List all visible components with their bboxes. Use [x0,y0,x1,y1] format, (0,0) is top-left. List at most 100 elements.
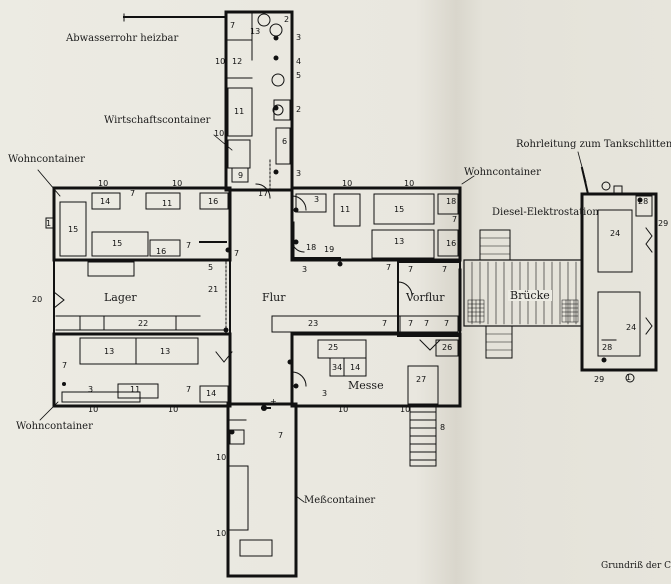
label-wohncontainer-ne: Wohncontainer [464,167,541,178]
room-number: 26 [442,343,453,352]
room-number: 6 [282,137,288,146]
room-number: 19 [324,245,335,254]
room-number: 10 [172,179,183,188]
room-number: 7 [382,319,388,328]
lager-outline [53,259,231,335]
room-number: 7 [130,189,136,198]
room-number: 21 [208,285,219,294]
room-number: 7 [186,241,192,250]
label-bruecke: Brücke [508,289,552,302]
room-number: 10 [216,453,227,462]
room-number: 7 [62,361,68,370]
label-lager: Lager [104,291,137,304]
wirtschaftscontainer-outline [213,10,294,192]
vorflur-outline [397,261,462,337]
room-number: 34 [332,363,343,372]
room-number: 29 [658,219,669,228]
room-number: 10 [98,179,109,188]
label-messe: Messe [348,379,384,392]
room-number: 7 [234,249,240,258]
room-number: 7 [408,319,414,328]
room-number: 7 [408,265,414,274]
room-number: 7 [452,215,458,224]
room-number: 10 [216,529,227,538]
room-number: 15 [394,205,405,214]
room-number: 24 [610,229,621,238]
room-number: 3 [296,169,302,178]
room-number: 1 [46,219,52,228]
abwasserrohr-pipe [123,13,227,22]
label-abwasserrohr: Abwasserrohr heizbar [66,33,179,44]
room-number: 16 [208,197,219,206]
room-number: 27 [416,375,427,384]
label-wohncontainer-sw: Wohncontainer [16,421,93,432]
room-number: 13 [160,347,171,356]
room-number: 29 [594,375,605,384]
room-number: 7 [444,319,450,328]
room-number: 9 [238,171,244,180]
room-number: 10 [400,405,411,414]
room-number: 16 [446,239,457,248]
room-number: 25 [328,343,339,352]
room-number: 28 [638,197,649,206]
room-number: 2 [296,105,302,114]
room-number: 5 [208,263,214,272]
room-number: 3 [296,33,302,42]
room-number: 3 [314,195,320,204]
room-number: 7 [386,263,392,272]
label-vorflur: Vorflur [406,291,445,304]
label-wohncontainer-nw: Wohncontainer [8,154,85,165]
room-number: 15 [112,239,123,248]
room-number: 7 [424,319,430,328]
room-number: 10 [404,179,415,188]
room-number: 12 [232,57,243,66]
label-rohrleitung: Rohrleitung zum Tankschlitten [516,139,671,150]
room-number: 4 [296,57,302,66]
room-number: 14 [206,389,217,398]
room-number: 24 [626,323,637,332]
room-number: 10 [168,405,179,414]
room-number: 3 [322,389,328,398]
label-wirtschaftscontainer: Wirtschaftscontainer [104,115,211,126]
room-number: 13 [104,347,115,356]
tank-pipe [580,166,590,196]
room-number: 11 [162,199,173,208]
bruecke-grates [467,299,579,323]
label-messcontainer: Meßcontainer [304,495,376,506]
room-number: 10 [215,57,226,66]
room-number: 11 [130,385,141,394]
room-number: 7 [278,431,284,440]
label-flur: Flur [262,291,286,304]
room-number: 3 [88,385,94,394]
room-number: 10 [342,179,353,188]
room-number: 5 [296,71,302,80]
figure-caption: Grundriß der Co [601,561,671,571]
room-number: 18 [446,197,457,206]
messe-outline [290,332,462,408]
wohncontainer-sw-outline [52,332,233,408]
room-number: 3 [302,265,308,274]
room-number: 10 [88,405,99,414]
leader-lines [37,151,587,503]
diesel-station-outline [580,181,658,383]
room-number: 10 [338,405,349,414]
messcontainer-outline [226,402,298,578]
room-number: 7 [186,385,192,394]
wohncontainer-nw-outline [45,186,232,262]
label-diesel-elektrostation: Diesel-Elektrostation [492,207,599,218]
room-number: 14 [100,197,111,206]
room-number: 14 [350,363,361,372]
room-number: 8 [440,423,446,432]
room-number: 13 [394,237,405,246]
room-number: 20 [32,295,43,304]
room-number: 28 [602,343,613,352]
room-number: + [270,397,277,406]
room-number: 23 [308,319,319,328]
room-number: 2 [284,15,290,24]
room-number: 11 [234,107,245,116]
wohncontainer-ne-outline [290,186,462,262]
room-number: 7 [230,21,236,30]
room-number: 13 [250,27,261,36]
